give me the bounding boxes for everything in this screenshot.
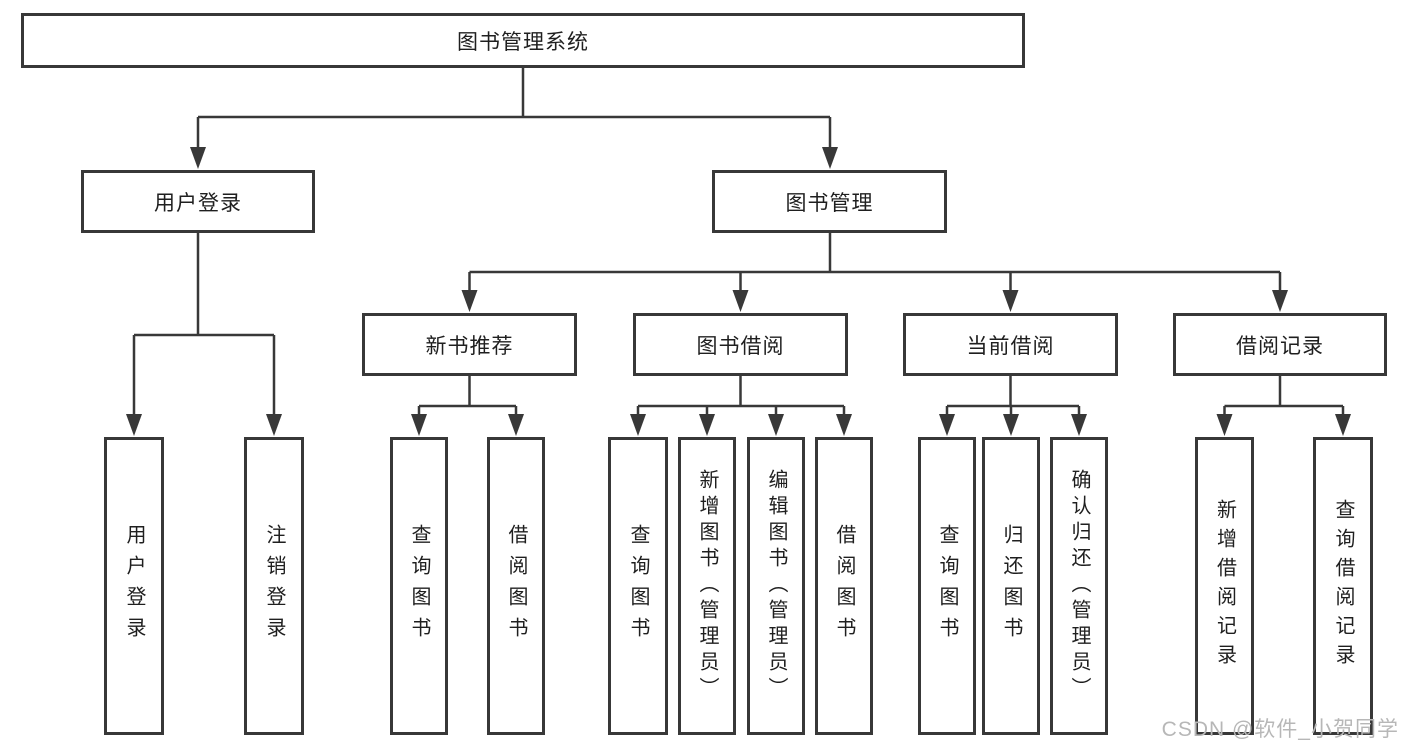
node-borrow-records-label: 借阅记录 — [1236, 334, 1324, 358]
node-book-management: 图书管理 — [712, 170, 947, 233]
leaf-confirm-return-admin: 确认归还（管理员） — [1050, 437, 1108, 735]
node-current-borrow: 当前借阅 — [903, 313, 1118, 376]
leaf-borrow-book-label: 借阅图书 — [833, 524, 855, 648]
leaf-logout-label: 注销登录 — [263, 524, 285, 648]
leaf-query-books-borrow: 查询图书 — [608, 437, 668, 735]
leaf-edit-book-admin-label: 编辑图书（管理员） — [765, 469, 787, 703]
node-book-management-label: 图书管理 — [785, 191, 874, 215]
arrowheads — [126, 147, 1351, 436]
node-user-login: 用户登录 — [81, 170, 315, 233]
leaf-edit-book-admin: 编辑图书（管理员） — [747, 437, 805, 735]
leaf-logout: 注销登录 — [244, 437, 304, 735]
leaf-query-books-borrow-label: 查询图书 — [627, 524, 649, 648]
node-book-borrow-label: 图书借阅 — [696, 334, 785, 358]
node-new-book-recommend: 新书推荐 — [362, 313, 577, 376]
leaf-query-borrow-record: 查询借阅记录 — [1313, 437, 1373, 735]
node-user-login-label: 用户登录 — [154, 191, 242, 215]
leaf-add-book-admin: 新增图书（管理员） — [678, 437, 736, 735]
leaf-query-books-current: 查询图书 — [918, 437, 976, 735]
root-node: 图书管理系统 — [21, 13, 1025, 68]
leaf-user-login: 用户登录 — [104, 437, 164, 735]
leaf-return-book: 归还图书 — [982, 437, 1040, 735]
leaf-query-borrow-record-label: 查询借阅记录 — [1332, 499, 1354, 673]
node-book-borrow: 图书借阅 — [633, 313, 848, 376]
leaf-add-borrow-record: 新增借阅记录 — [1195, 437, 1254, 735]
node-current-borrow-label: 当前借阅 — [966, 334, 1055, 358]
leaf-add-borrow-record-label: 新增借阅记录 — [1213, 499, 1236, 673]
node-new-book-recommend-label: 新书推荐 — [425, 334, 514, 358]
leaf-borrow-books-recommend-label: 借阅图书 — [505, 524, 527, 648]
leaf-add-book-admin-label: 新增图书（管理员） — [696, 469, 718, 703]
node-borrow-records: 借阅记录 — [1173, 313, 1387, 376]
leaf-query-books-recommend-label: 查询图书 — [408, 524, 430, 648]
leaf-return-book-label: 归还图书 — [1000, 524, 1022, 648]
leaf-borrow-books-recommend: 借阅图书 — [487, 437, 545, 735]
leaf-query-books-recommend: 查询图书 — [390, 437, 448, 735]
root-node-label: 图书管理系统 — [457, 30, 589, 54]
leaf-query-books-current-label: 查询图书 — [936, 524, 958, 648]
csdn-watermark: CSDN @软件_小贺同学 — [1161, 718, 1399, 741]
leaf-user-login-label: 用户登录 — [123, 524, 145, 648]
leaf-borrow-book: 借阅图书 — [815, 437, 873, 735]
leaf-confirm-return-admin-label: 确认归还（管理员） — [1068, 469, 1090, 703]
